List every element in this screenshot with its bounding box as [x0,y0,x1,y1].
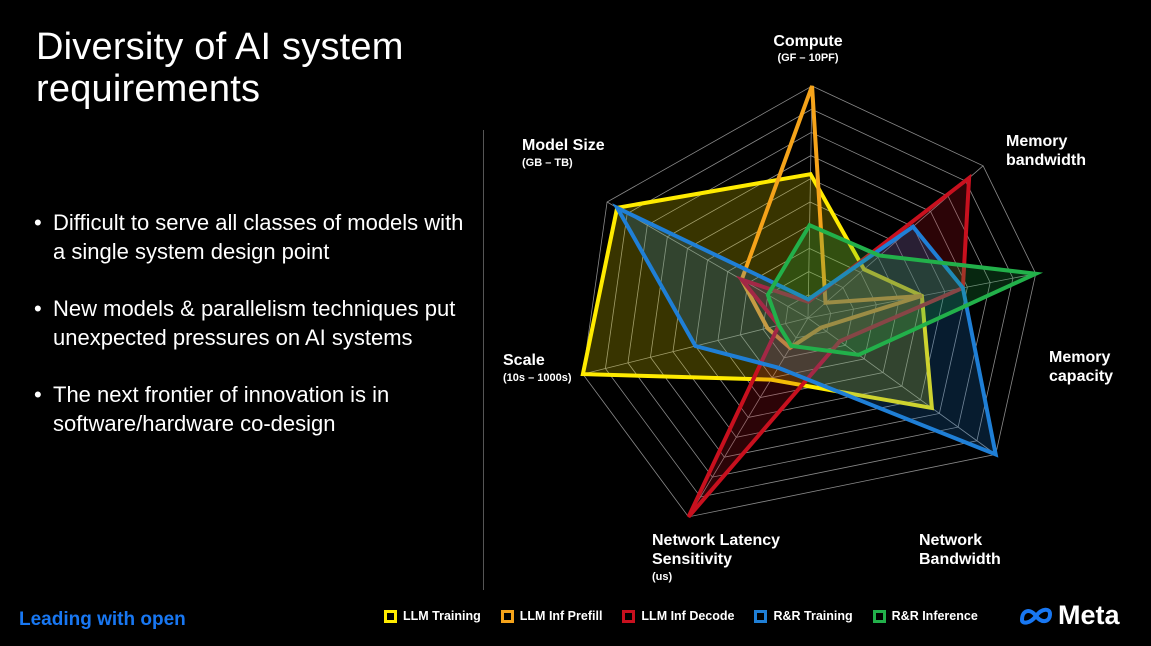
axis-label: Scale [503,352,545,369]
axis-unit: (GF – 10PF) [777,52,838,64]
bullet-item: • The next frontier of innovation is in s… [34,380,474,438]
bullet-list: • Difficult to serve all classes of model… [34,208,474,466]
bullet-dot: • [34,296,42,321]
bullet-text: Difficult to serve all classes of models… [53,210,464,264]
legend-swatch [622,609,636,623]
legend-item: R&R Inference [872,609,978,623]
meta-logo: Meta [1018,600,1120,631]
grid-ring [672,178,946,438]
legend-swatch [384,609,397,623]
axis-unit: (GB – TB) [522,157,573,169]
grid-ring [604,108,1014,498]
bullet-dot: • [34,210,42,235]
vertical-divider [483,130,484,590]
footer-tagline: Leading with open [19,609,186,630]
grid-ring [627,131,991,478]
bullet-item: • Difficult to serve all classes of model… [34,208,474,266]
bullet-item: • New models & parallelism techniques put… [34,294,474,352]
radar-series [580,85,1044,519]
chart-legend: LLM Training LLM Inf Prefill LLM Inf Decod… [384,609,998,623]
bullet-text: The next frontier of innovation is in so… [53,382,390,436]
legend-label: LLM Training [403,609,481,623]
grid-spoke [807,86,813,319]
legend-swatch [500,609,514,623]
axis-label: Model Size [522,137,605,154]
legend-item: LLM Inf Decode [622,609,734,623]
meta-logo-text: Meta [1058,600,1120,630]
legend-item: LLM Inf Prefill [500,609,603,623]
series-llm-inf-decode [686,173,972,519]
series-r-r-training [612,203,999,458]
grid-spoke [606,201,809,319]
axis-unit: (10s – 1000s) [503,372,572,384]
legend-swatch [754,609,768,623]
legend-label: LLM Inf Prefill [519,609,603,623]
legend-label: R&R Training [773,609,853,623]
axis-unit: (us) [652,571,673,583]
grid-ring [582,85,1037,518]
series-r-r-inference [765,222,1044,357]
axis-label: Compute [773,33,842,50]
legend-item: R&R Training [754,609,853,623]
legend-label: LLM Inf Decode [641,609,735,623]
grid-ring [650,155,968,458]
bullet-dot: • [34,382,42,407]
meta-infinity-icon [1019,607,1053,625]
legend-label: R&R Inference [891,609,978,623]
grid-spoke [688,317,809,518]
bullet-text: New models & parallelism techniques put … [53,296,456,350]
legend-item: LLM Training [384,609,481,623]
legend-swatch [872,609,886,623]
grid-ring [695,201,923,418]
slide-title: Diversity of AI system requirements [36,26,404,110]
grid-ring [762,271,854,359]
